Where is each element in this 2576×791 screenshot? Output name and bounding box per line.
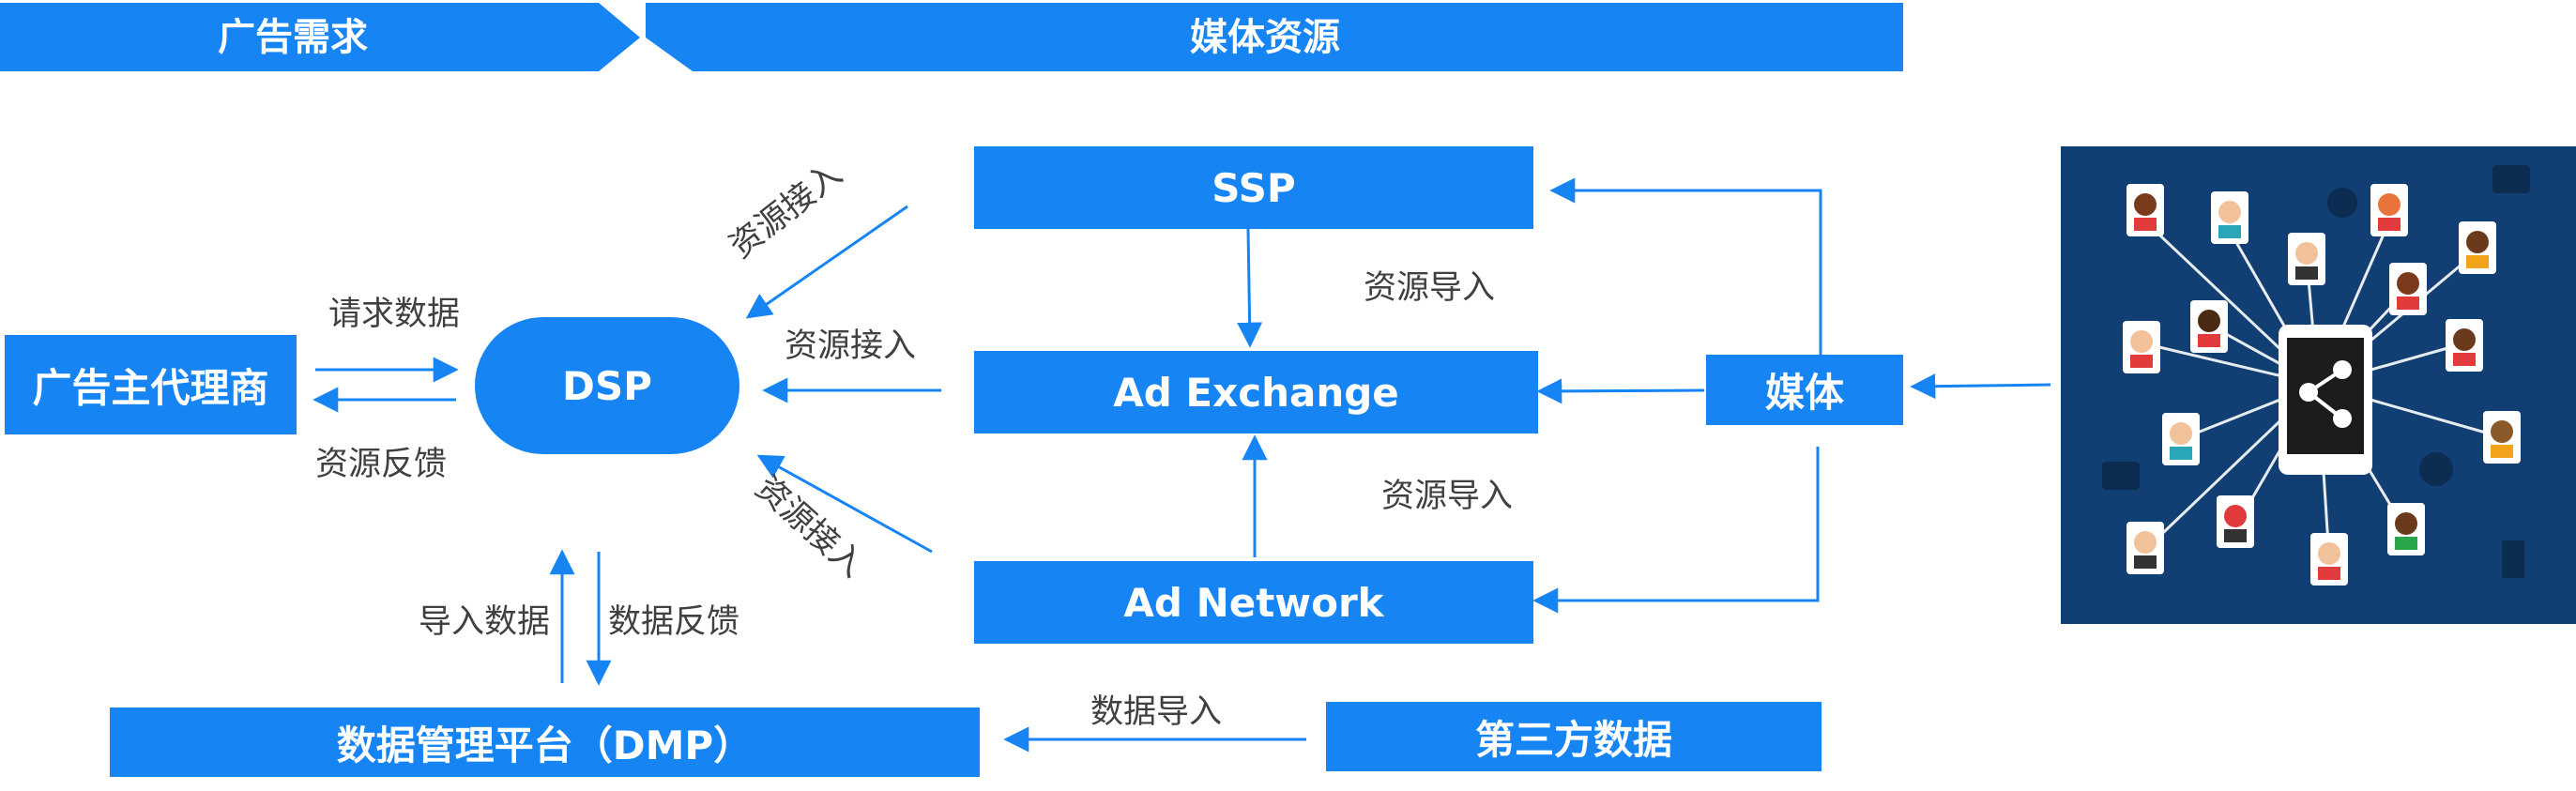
arrow-media-to-adx	[1536, 378, 1705, 404]
ssp-node: SSP	[974, 146, 1533, 229]
supply-banner	[646, 3, 1903, 71]
label-resource-import-network: 资源导入	[1381, 478, 1514, 515]
social-network-share-icon	[2102, 165, 2530, 586]
arrow-network-to-dsp	[756, 454, 933, 554]
label-request-data: 请求数据	[328, 296, 461, 333]
label-data-import: 数据导入	[1090, 693, 1223, 731]
background-icons	[2102, 165, 2530, 578]
arrow-ssp-to-dsp	[745, 205, 908, 319]
arrow-media-to-ssp	[1549, 177, 1822, 355]
ad-exchange-node: Ad Exchange	[974, 351, 1538, 434]
demand-title: 广告需求	[218, 16, 368, 59]
label-import-data: 导入数据	[419, 603, 551, 641]
phone-icon	[2279, 325, 2372, 475]
supply-title: 媒体资源	[1190, 16, 1340, 59]
third-party-data-node: 第三方数据	[1326, 702, 1821, 771]
media-node: 媒体	[1706, 355, 1903, 425]
label-resource-feedback: 资源反馈	[315, 446, 448, 483]
arrow-panel-to-media	[1910, 373, 2051, 400]
demand-banner	[0, 3, 640, 71]
advertiser-node: 广告主代理商	[5, 335, 297, 434]
label-data-feedback: 数据反馈	[608, 603, 740, 641]
arrow-media-to-network	[1532, 447, 1820, 614]
media-illustration-panel	[2061, 146, 2576, 624]
dmp-node: 数据管理平台（DMP）	[110, 707, 980, 777]
label-resource-access-adx: 资源接入	[785, 327, 917, 365]
label-resource-import-ssp: 资源导入	[1364, 269, 1496, 307]
dsp-node: DSP	[475, 317, 739, 454]
ad-network-node: Ad Network	[974, 561, 1533, 644]
arrow-ssp-to-adx	[1237, 228, 1263, 348]
avatar-icons	[2123, 184, 2521, 586]
